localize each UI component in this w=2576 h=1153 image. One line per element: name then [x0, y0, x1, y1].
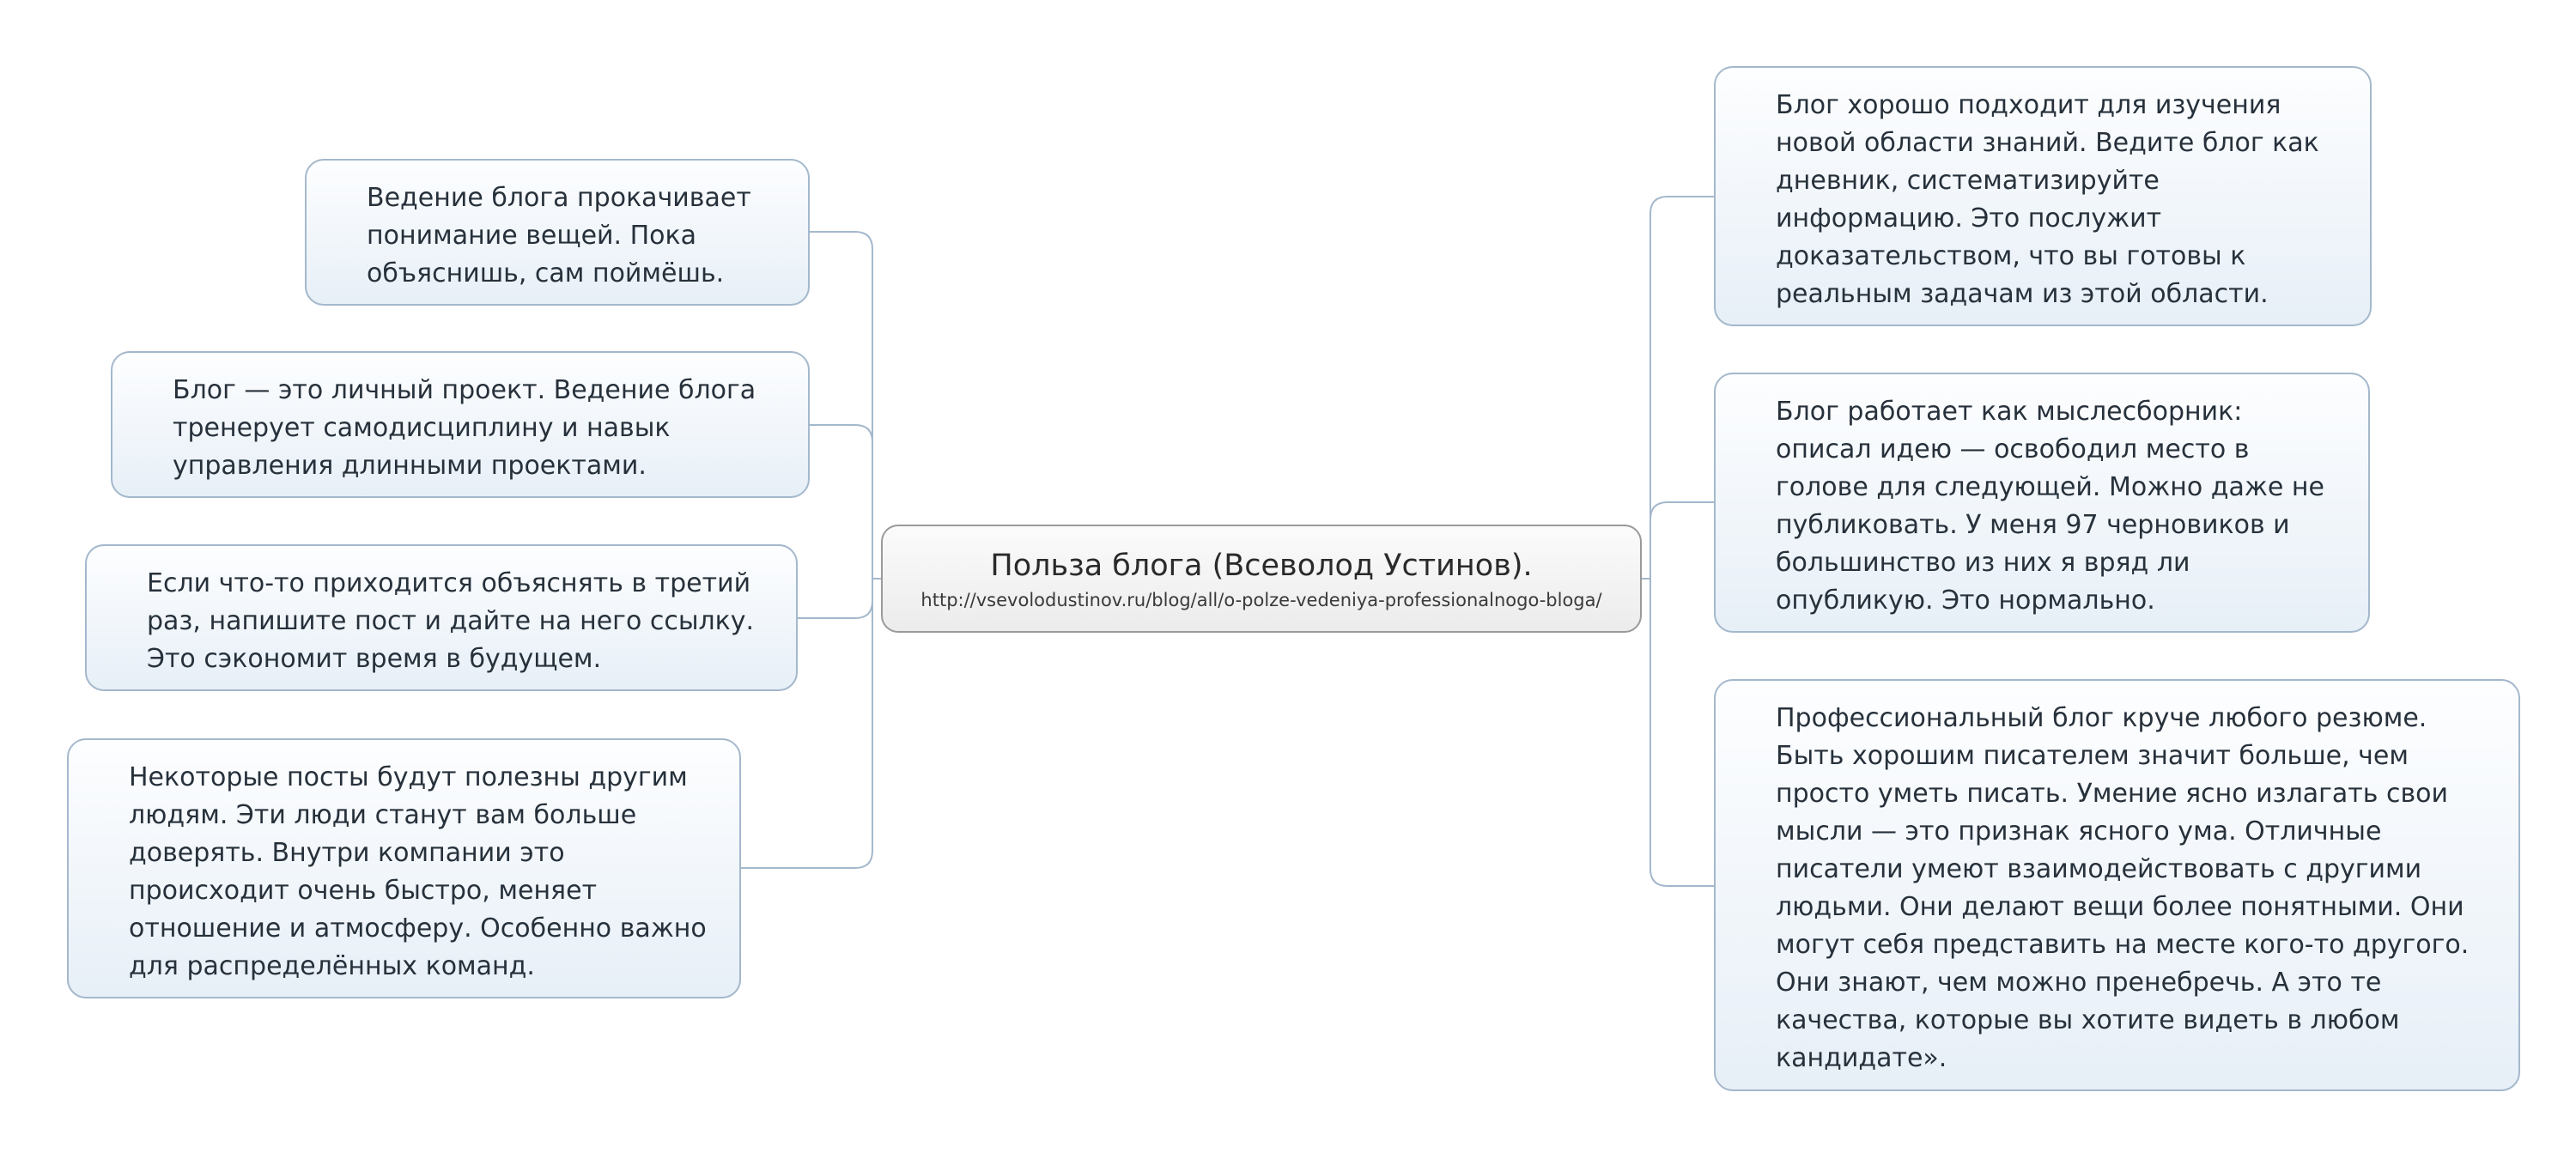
topic-explain-third-time: Если что-то приходится объяснять в трети… — [85, 544, 798, 691]
topic-personal-project: Блог — это личный проект. Ведение блога … — [111, 351, 810, 498]
topic-thought-collector: Блог работает как мыслесборник: описал и… — [1714, 373, 2370, 633]
central-topic: Польза блога (Всеволод Устинов). http://… — [881, 525, 1642, 633]
topic-resume: Профессиональный блог круче любого резюм… — [1714, 679, 2520, 1091]
connector-right-trunk — [1642, 196, 1714, 580]
topic-learning: Блог хорошо подходит для изучения новой … — [1714, 66, 2372, 326]
topic-text: Ведение блога прокачивает понимание веще… — [367, 183, 751, 288]
connector-left-4 — [741, 579, 873, 869]
topic-text: Если что-то приходится объяснять в трети… — [147, 568, 755, 674]
topic-understanding: Ведение блога прокачивает понимание веще… — [305, 159, 810, 306]
connector-right-3 — [1649, 579, 1714, 887]
connector-left-trunk — [810, 231, 881, 580]
connector-left-3 — [798, 579, 873, 619]
central-topic-title: Польза блога (Всеволод Устинов). — [990, 549, 1533, 583]
topic-text: Блог работает как мыслесборник: описал и… — [1776, 397, 2324, 616]
connector-right-2 — [1649, 501, 1714, 579]
connector-left-2 — [810, 424, 873, 579]
topic-text: Блог — это личный проект. Ведение блога … — [173, 375, 756, 481]
topic-trust: Некоторые посты будут полезны другим люд… — [67, 738, 741, 998]
topic-text: Блог хорошо подходит для изучения новой … — [1776, 90, 2319, 309]
topic-text: Некоторые посты будут полезны другим люд… — [129, 762, 707, 981]
central-topic-url: http://vsevolodustinov.ru/blog/all/o-pol… — [920, 590, 1602, 610]
topic-text: Профессиональный блог круче любого резюм… — [1776, 703, 2470, 1073]
